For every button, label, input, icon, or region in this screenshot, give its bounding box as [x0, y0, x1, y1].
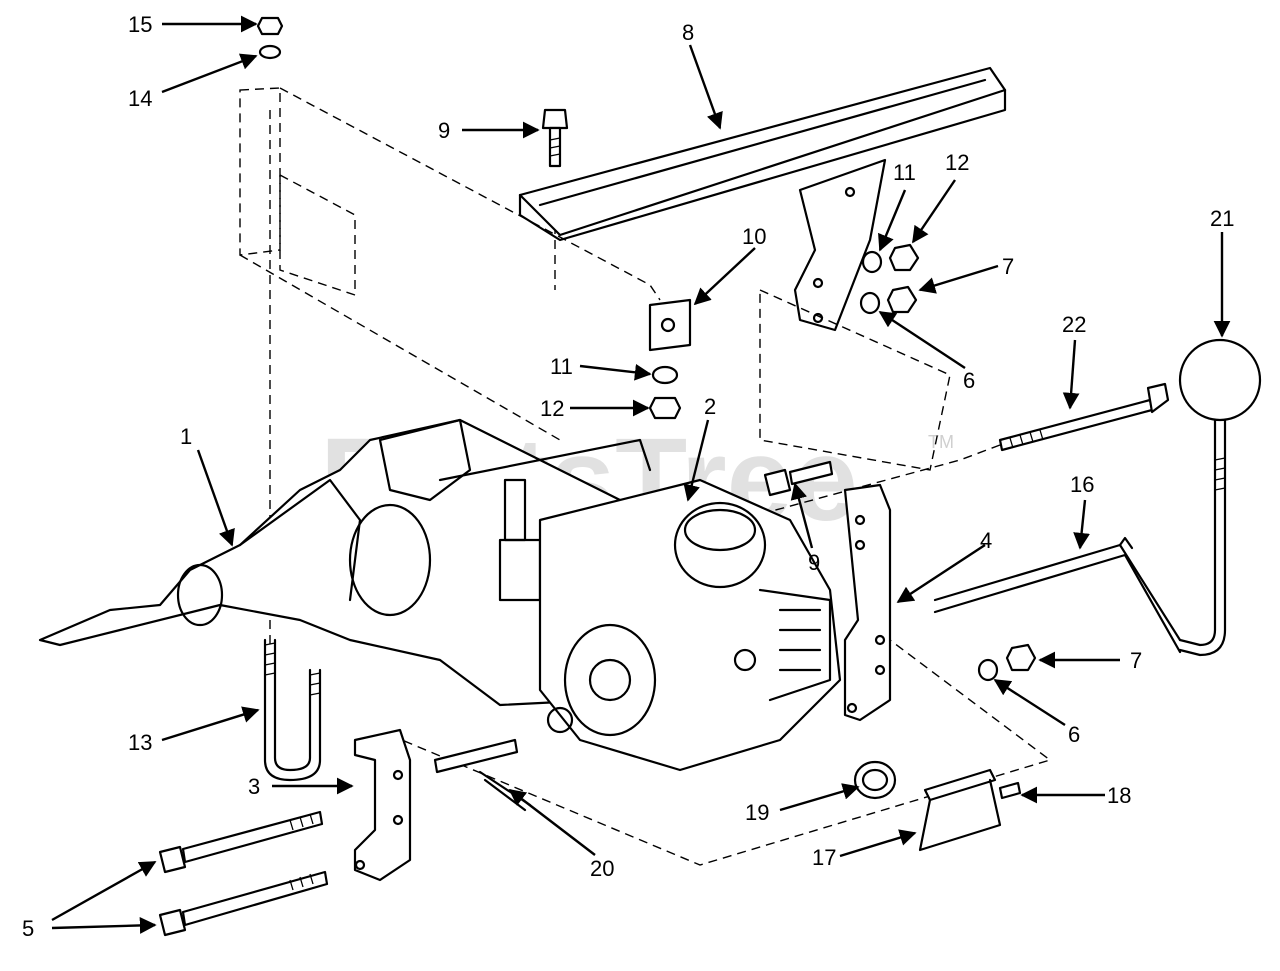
- callout-17: 17: [812, 845, 836, 870]
- callout-5: 5: [22, 916, 34, 941]
- callout-13: 13: [128, 730, 152, 755]
- watermark-trademark: TM: [928, 432, 954, 452]
- channel-bar: [518, 66, 1007, 332]
- right-washers: [977, 643, 1037, 682]
- pin-and-cotter: [433, 738, 532, 812]
- callout-14: 14: [128, 86, 152, 111]
- callout-7-lower: 7: [1130, 648, 1142, 673]
- callout-16: 16: [1070, 472, 1094, 497]
- callout-12-upper: 12: [945, 150, 969, 175]
- callout-3: 3: [248, 774, 260, 799]
- callout-9-top: 9: [438, 118, 450, 143]
- u-bolt: [263, 638, 322, 782]
- clip-bracket: [648, 298, 692, 352]
- callout-10: 10: [742, 224, 766, 249]
- callout-7-upper: 7: [1002, 254, 1014, 279]
- callout-11-upper: 11: [893, 160, 916, 185]
- callout-11-middle: 11: [550, 354, 573, 379]
- spring-clip: [918, 768, 1022, 852]
- callout-19: 19: [745, 800, 769, 825]
- callout-4: 4: [980, 528, 992, 553]
- callout-6-lower: 6: [1068, 722, 1080, 747]
- control-rod: [933, 536, 1182, 654]
- leader-lines: [51, 15, 1231, 934]
- callout-20: 20: [590, 856, 614, 881]
- middle-washers: [648, 365, 682, 420]
- callout-1: 1: [180, 424, 192, 449]
- spring: [853, 760, 897, 800]
- callout-6-upper: 6: [963, 368, 975, 393]
- control-knob: [1178, 338, 1262, 657]
- top-bolt: [541, 108, 569, 168]
- callout-15: 15: [128, 12, 152, 37]
- upper-washers: [859, 243, 920, 315]
- callout-12-middle: 12: [540, 396, 564, 421]
- callout-22: 22: [1062, 312, 1086, 337]
- callout-2: 2: [704, 394, 716, 419]
- callout-8: 8: [682, 20, 694, 45]
- callout-18: 18: [1107, 783, 1131, 808]
- left-bracket: [353, 728, 412, 882]
- callout-9-middle: 9: [808, 550, 820, 575]
- hydro-pump: [538, 478, 842, 772]
- middle-bolt: [763, 460, 834, 497]
- callout-21: 21: [1210, 206, 1234, 231]
- callout-labels: 15 14 8 9 10 11 12 7 6 11 12 2 22 21 1 9…: [22, 12, 1234, 941]
- long-bolt: [998, 382, 1170, 452]
- right-bracket: [843, 483, 892, 722]
- long-bolts: [158, 810, 329, 937]
- washer-and-nut: [256, 16, 284, 60]
